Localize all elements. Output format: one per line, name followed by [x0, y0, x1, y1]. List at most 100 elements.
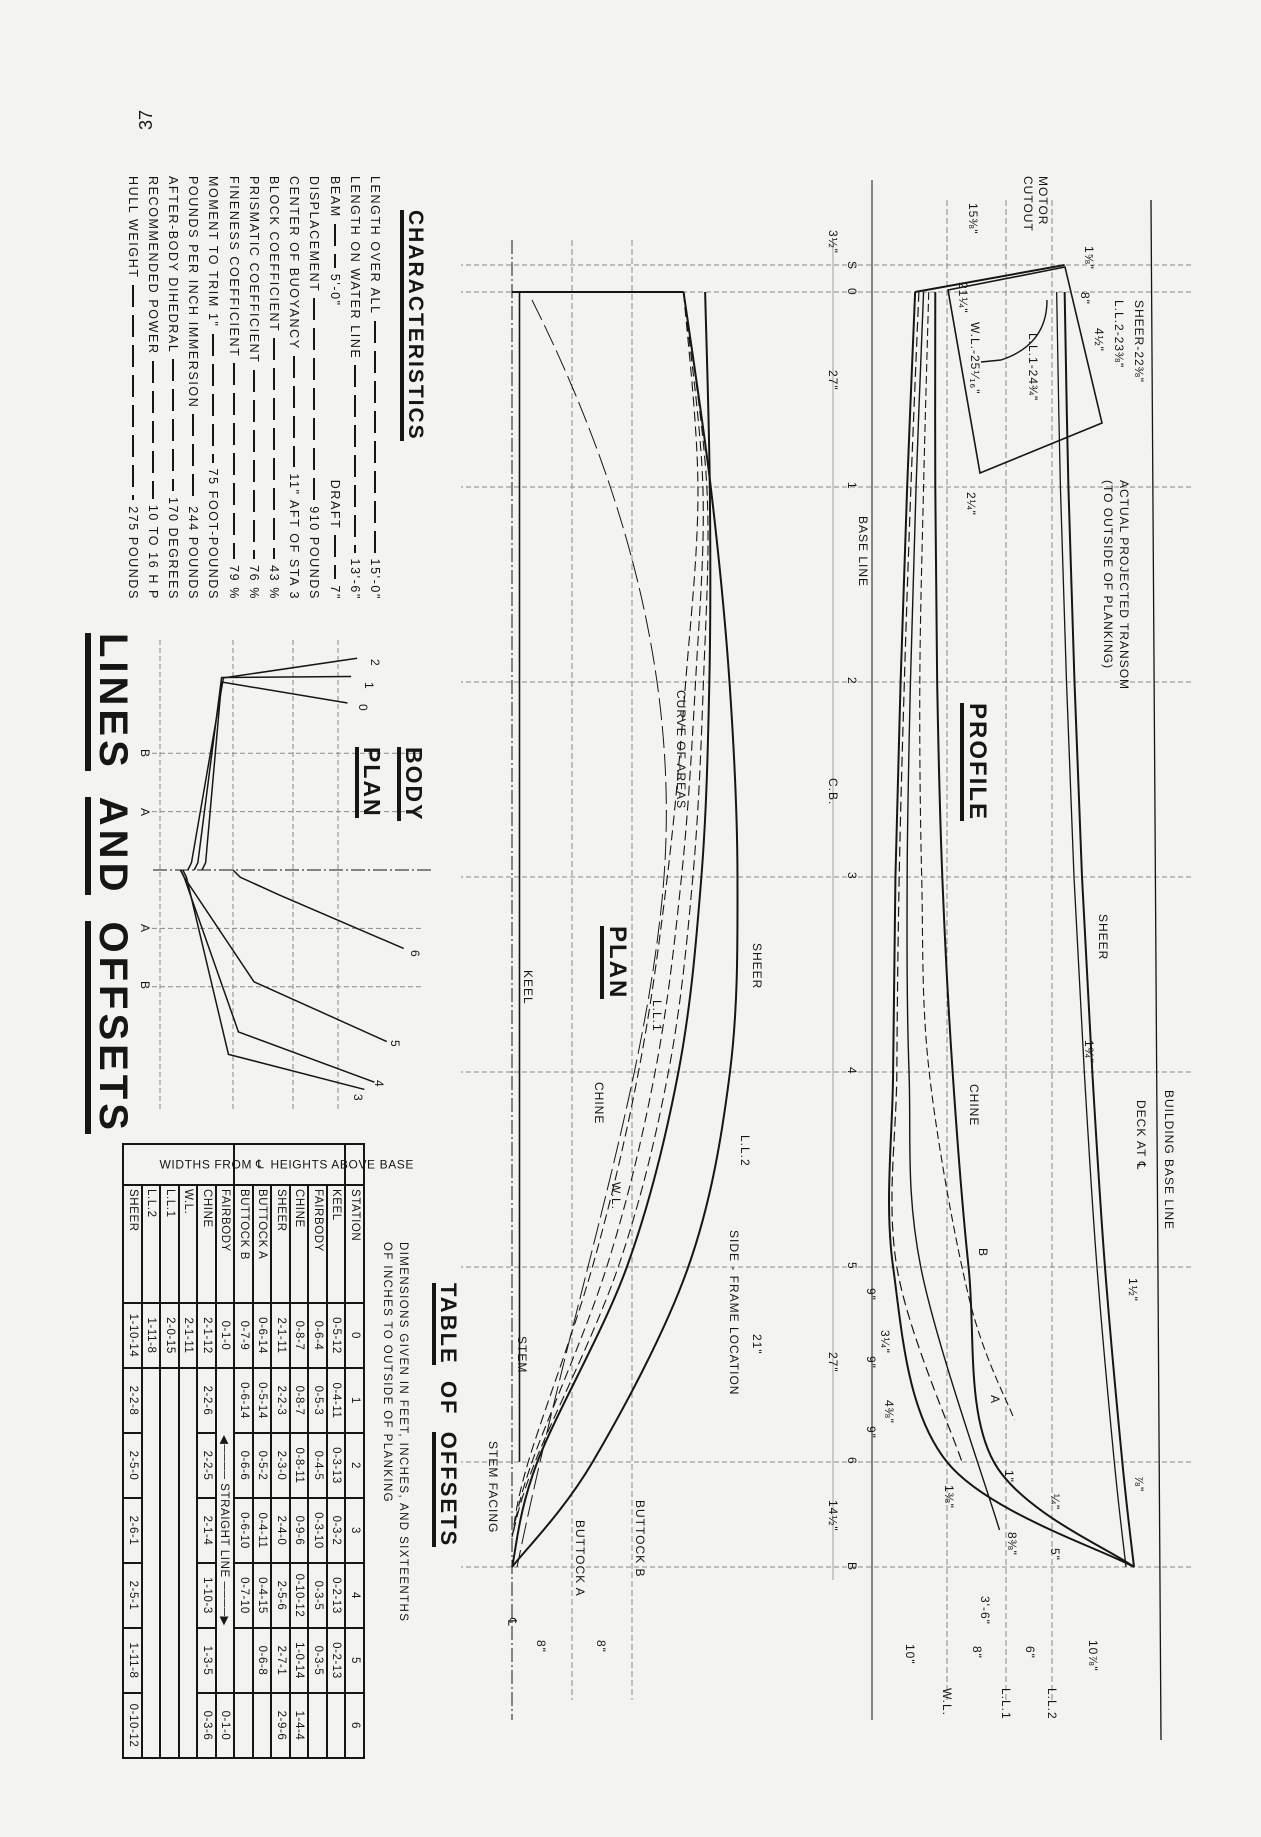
offset-value: 0-6-4 — [308, 1303, 327, 1368]
offset-value: 0-2-13 — [327, 1628, 346, 1693]
body-plan-labels: 0 1 2 3 4 5 6 B A A B — [138, 659, 422, 1102]
blank-cell — [179, 1368, 198, 1758]
hull-curves — [179, 264, 1135, 1568]
offset-value: 0-7-9 — [234, 1303, 253, 1368]
offset-value — [234, 1628, 253, 1693]
offset-value: 0-4-11 — [327, 1368, 346, 1433]
curve-of-areas — [516, 299, 667, 1568]
row-label: KEEL — [327, 1185, 346, 1303]
leader — [373, 320, 376, 553]
profile-buttock-b-curve — [919, 291, 1016, 1421]
row-label: SHEER — [123, 1185, 142, 1303]
offset-value: 0-4-5 — [308, 1433, 327, 1498]
offset-value: 0-4-11 — [253, 1498, 272, 1563]
plan-ll2-label: L.L.2 — [738, 1135, 752, 1167]
buttock-b-label: BUTTOCK B — [633, 1500, 647, 1577]
characteristic-label: LENGTH ON WATER LINE — [347, 176, 362, 360]
station-number: 2 — [345, 1433, 364, 1498]
characteristic-label: MOMENT TO TRIM 1" — [206, 176, 221, 328]
row-label: CHINE — [290, 1185, 309, 1303]
leader — [212, 333, 215, 463]
offset-value: 0-2-13 — [327, 1563, 346, 1628]
offset-value: 2-1-12 — [197, 1303, 216, 1368]
dimension: 4½" — [1092, 328, 1106, 352]
characteristic-label: HULL WEIGHT — [125, 176, 140, 279]
characteristic-value: 275 POUNDS — [125, 506, 140, 600]
straight-line-note: ◀──── STRAIGHT LINE ────▶ — [216, 1368, 235, 1693]
offset-value: 1-11-8 — [142, 1303, 161, 1368]
station-label: 0 — [845, 288, 859, 296]
body-station-label: 4 — [372, 1080, 386, 1088]
motor-cutout-label: MOTOR — [1036, 176, 1050, 225]
offset-value: 0-9-6 — [290, 1498, 309, 1563]
plan-chine-curve — [511, 291, 712, 1568]
leader — [293, 355, 296, 468]
leader — [353, 365, 356, 553]
station-label: 1 — [845, 482, 859, 490]
plan-ll2-curve — [511, 291, 709, 1538]
dimension: 21¼" — [956, 282, 970, 314]
characteristic-label: CENTER OF BUOYANCY — [287, 176, 302, 350]
deck-label: DECK AT ℄ — [1134, 1100, 1148, 1170]
wl-end-label: W.L. — [940, 1688, 954, 1716]
offset-value: 2-5-6 — [271, 1563, 290, 1628]
characteristic-value: 244 POUNDS — [186, 506, 201, 600]
offset-value — [327, 1693, 346, 1758]
plan-wl-curve — [511, 291, 699, 1538]
offset-value: 1-3-5 — [197, 1628, 216, 1693]
station-number: 1 — [345, 1368, 364, 1433]
offset-value: 1-4-4 — [290, 1693, 309, 1758]
dimension: 1½" — [1126, 1278, 1140, 1302]
group-label-text: HEIGHTS ABOVE BASE — [270, 1157, 415, 1172]
row-label: FAIRBODY — [216, 1185, 235, 1303]
dimension: 3½" — [826, 230, 840, 254]
title-word: LINES — [85, 633, 135, 771]
offset-value: 0-6-6 — [234, 1433, 253, 1498]
title-word: AND — [85, 796, 135, 896]
dimension: 1⅜" — [942, 1485, 956, 1509]
offset-value: 0-6-10 — [234, 1498, 253, 1563]
offset-value: 1-11-8 — [123, 1628, 142, 1693]
station-label: 4 — [845, 1067, 859, 1075]
station-number: 3 — [345, 1498, 364, 1563]
offset-value: 0-6-14 — [253, 1303, 272, 1368]
leader — [151, 360, 154, 499]
body-section-2 — [187, 657, 358, 871]
page-title: LINESANDOFFSETS — [85, 633, 135, 1160]
plan-ll1-label: L.L.1 — [650, 1000, 664, 1032]
characteristic-value: 76 % — [246, 565, 261, 600]
body-plan-title-line: PLAN — [355, 747, 385, 818]
profile-title-text: PROFILE — [960, 703, 991, 822]
offset-value: 1-10-3 — [197, 1563, 216, 1628]
dimension: 1¾" — [1082, 1040, 1096, 1064]
offset-value: 1-0-14 — [290, 1628, 309, 1693]
characteristic-label: POUNDS PER INCH IMMERSION — [186, 176, 201, 409]
chine-label: CHINE — [967, 1084, 981, 1126]
station-label: 6 — [845, 1457, 859, 1465]
offset-value: 0-4-15 — [253, 1563, 272, 1628]
characteristic-row: LENGTH OVER ALL 15'-0" — [365, 176, 385, 600]
dimension: 10" — [903, 1644, 917, 1665]
building-base-line-label: BUILDING BASE LINE — [1162, 1090, 1176, 1230]
offset-value: 2-1-4 — [197, 1498, 216, 1563]
base-line-label: BASE LINE — [856, 516, 870, 587]
characteristic-value: 15'-0" — [367, 558, 382, 600]
offset-value: 0-5-12 — [327, 1303, 346, 1368]
body-grid-label: A — [138, 808, 152, 817]
offset-value: 0-6-14 — [234, 1368, 253, 1433]
offset-value: 0-5-2 — [253, 1433, 272, 1498]
dimension: 9" — [864, 1288, 878, 1301]
characteristic-label: LENGTH OVER ALL — [367, 176, 382, 315]
body-section-6 — [232, 869, 404, 950]
